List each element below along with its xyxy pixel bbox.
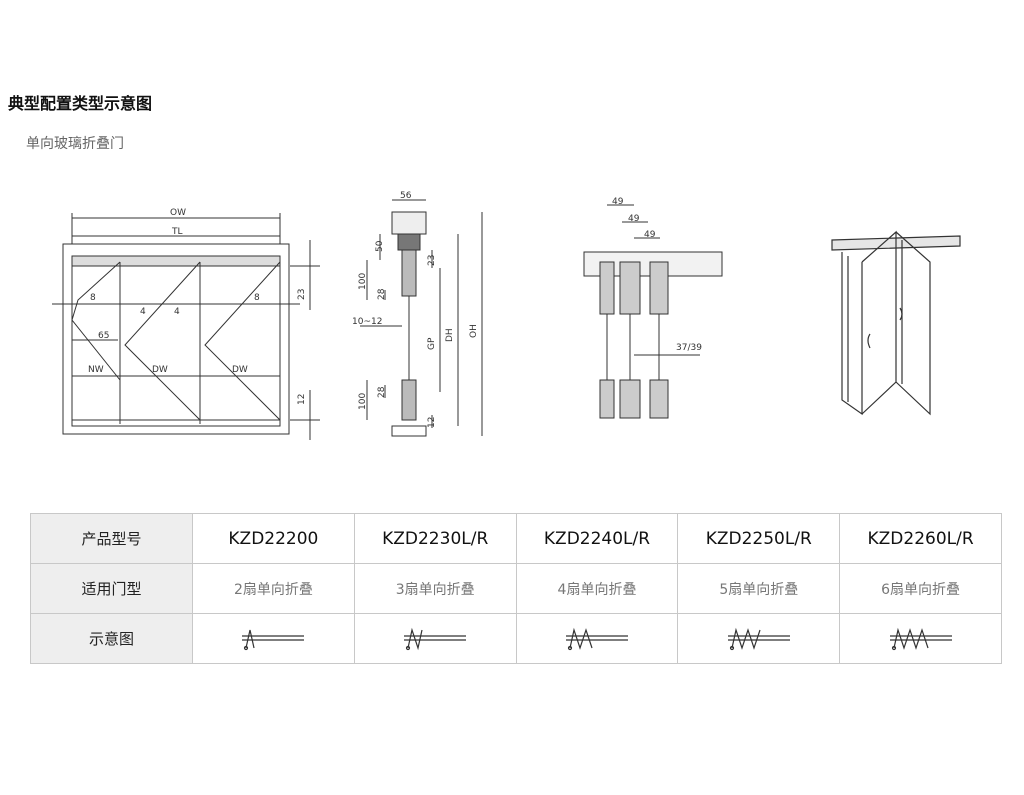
schematic-cell bbox=[677, 613, 841, 664]
dim-ow: OW bbox=[170, 208, 186, 218]
dim-10-12: 10~12 bbox=[352, 317, 382, 327]
dim-12-section: 12 bbox=[427, 417, 437, 428]
fold-4-icon bbox=[565, 627, 628, 650]
front-view-drawing bbox=[52, 213, 320, 440]
dim-37-39: 37/39 bbox=[676, 343, 702, 353]
dim-49-c: 49 bbox=[644, 230, 656, 240]
model-cell: KZD2230L/R bbox=[353, 513, 517, 564]
dim-8-left: 8 bbox=[90, 293, 96, 303]
dim-12: 12 bbox=[297, 394, 307, 405]
row-header-door-type: 适用门型 bbox=[30, 563, 193, 614]
technical-drawings: OW TL 8 4 4 8 65 NW DW DW 23 12 56 50 bbox=[52, 191, 961, 440]
door-type-cell: 6扇单向折叠 bbox=[839, 563, 1002, 614]
dim-tl: TL bbox=[171, 227, 183, 237]
dim-49-a: 49 bbox=[612, 197, 624, 207]
section-view-drawing bbox=[360, 199, 483, 437]
dim-4-b: 4 bbox=[174, 307, 180, 317]
door-type-cell: 2扇单向折叠 bbox=[192, 563, 355, 614]
fold-2-icon bbox=[242, 629, 305, 650]
page-title: 典型配置类型示意图 bbox=[8, 94, 153, 113]
hinge-view-drawing bbox=[583, 204, 723, 419]
door-type-cell: 4扇单向折叠 bbox=[515, 563, 679, 614]
fold-3-icon bbox=[404, 627, 467, 650]
dim-28-bottom: 28 bbox=[377, 386, 387, 398]
dim-gp: GP bbox=[427, 337, 437, 350]
model-cell: KZD22200 bbox=[192, 513, 355, 564]
dim-dh: DH bbox=[445, 328, 455, 342]
dim-dw-1: DW bbox=[152, 365, 168, 375]
dim-50: 50 bbox=[375, 240, 385, 252]
row-header-schematic: 示意图 bbox=[30, 613, 193, 664]
table-row: 示意图 bbox=[30, 613, 1002, 664]
dim-23: 23 bbox=[297, 289, 307, 300]
schematic-cell bbox=[839, 613, 1002, 664]
dim-oh: OH bbox=[469, 324, 479, 338]
dim-65: 65 bbox=[98, 331, 109, 341]
dim-dw-2: DW bbox=[232, 365, 248, 375]
hinge-view-labels: 49 49 49 37/39 bbox=[612, 197, 702, 353]
fold-5-icon bbox=[727, 627, 790, 650]
front-view-labels: OW TL 8 4 4 8 65 NW DW DW 23 12 bbox=[88, 208, 307, 405]
table-row: 产品型号 KZD22200 KZD2230L/R KZD2240L/R KZD2… bbox=[30, 513, 1002, 564]
dim-28-top: 28 bbox=[377, 288, 387, 300]
schematic-cell bbox=[192, 613, 355, 664]
model-cell: KZD2260L/R bbox=[839, 513, 1002, 564]
section-view-labels: 56 50 100 28 23 10~12 GP DH OH 28 100 12 bbox=[352, 191, 479, 428]
dim-100-bottom: 100 bbox=[358, 393, 368, 410]
table-row: 适用门型 2扇单向折叠 3扇单向折叠 4扇单向折叠 5扇单向折叠 6扇单向折叠 bbox=[30, 563, 1002, 614]
model-cell: KZD2240L/R bbox=[515, 513, 679, 564]
spec-table: 产品型号 KZD22200 KZD2230L/R KZD2240L/R KZD2… bbox=[30, 513, 1002, 664]
page-subtitle: 单向玻璃折叠门 bbox=[26, 136, 124, 152]
dim-56: 56 bbox=[400, 191, 412, 201]
fold-6-icon bbox=[889, 627, 952, 650]
dim-49-b: 49 bbox=[628, 214, 640, 224]
dim-23-section: 23 bbox=[427, 255, 437, 266]
model-cell: KZD2250L/R bbox=[677, 513, 841, 564]
dim-100-top: 100 bbox=[358, 273, 368, 290]
schematic-cell bbox=[515, 613, 679, 664]
dim-nw: NW bbox=[88, 365, 104, 375]
schematic-cell bbox=[353, 613, 517, 664]
door-type-cell: 3扇单向折叠 bbox=[353, 563, 517, 614]
dim-8-right: 8 bbox=[254, 293, 260, 303]
perspective-view-drawing bbox=[831, 230, 961, 416]
door-type-cell: 5扇单向折叠 bbox=[677, 563, 841, 614]
row-header-model: 产品型号 bbox=[30, 513, 193, 564]
dim-4-a: 4 bbox=[140, 307, 146, 317]
